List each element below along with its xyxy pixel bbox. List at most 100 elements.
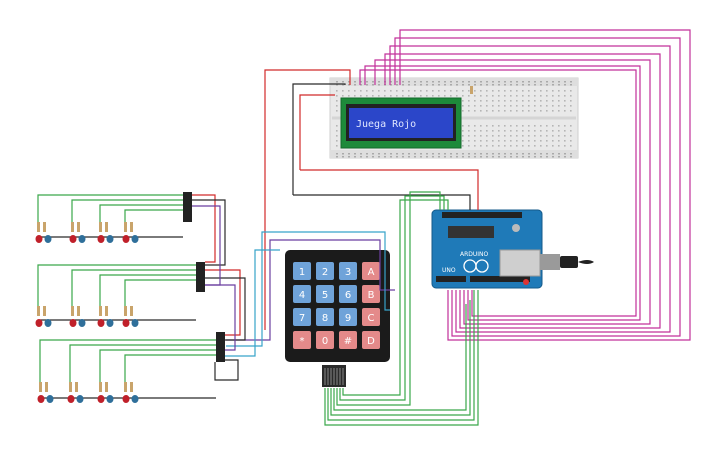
blue-led — [106, 319, 114, 327]
resistor — [124, 222, 127, 232]
resistor — [77, 222, 80, 232]
blue-led — [44, 319, 52, 327]
key-*[interactable]: * — [293, 331, 311, 349]
key-7[interactable]: 7 — [293, 308, 311, 326]
resistor — [71, 222, 74, 232]
resistor — [105, 382, 108, 392]
led-pair — [122, 382, 139, 403]
red-led — [97, 395, 105, 403]
blue-led — [131, 319, 139, 327]
key-label: 2 — [322, 267, 328, 278]
blue-led — [44, 235, 52, 243]
wires — [37, 29, 691, 426]
key-3[interactable]: 3 — [339, 262, 357, 280]
resistor — [130, 222, 133, 232]
key-label: C — [368, 313, 375, 324]
blue-led — [131, 395, 139, 403]
red-led — [122, 319, 130, 327]
usb-cable — [560, 256, 578, 268]
breadboard-resistor — [470, 86, 473, 94]
red-led — [69, 235, 77, 243]
reset-button[interactable] — [523, 279, 529, 285]
key-2[interactable]: 2 — [316, 262, 334, 280]
blue-led — [106, 395, 114, 403]
key-9[interactable]: 9 — [339, 308, 357, 326]
key-#[interactable]: # — [339, 331, 357, 349]
lcd-module: Juega Rojo — [340, 97, 462, 149]
key-label: 1 — [299, 267, 305, 278]
led-pair — [67, 382, 84, 403]
shift-register-3 — [216, 332, 225, 362]
key-1[interactable]: 1 — [293, 262, 311, 280]
red-led — [67, 395, 75, 403]
lcd-text: Juega Rojo — [356, 119, 416, 130]
key-4[interactable]: 4 — [293, 285, 311, 303]
key-label: B — [368, 290, 375, 301]
key-D[interactable]: D — [362, 331, 380, 349]
key-0[interactable]: 0 — [316, 331, 334, 349]
resistor — [75, 382, 78, 392]
resistor — [37, 306, 40, 316]
key-label: 7 — [299, 313, 305, 324]
resistor — [130, 306, 133, 316]
blue-led — [46, 395, 54, 403]
chip — [448, 226, 494, 238]
key-label: 5 — [322, 290, 328, 301]
resistor — [69, 382, 72, 392]
resistor — [45, 382, 48, 392]
led-pair — [97, 382, 114, 403]
key-label: 3 — [345, 267, 351, 278]
key-label: 4 — [299, 290, 305, 301]
red-led — [97, 235, 105, 243]
red-led — [122, 235, 130, 243]
resistor — [99, 222, 102, 232]
led-pair — [122, 222, 139, 243]
arduino-uno[interactable]: UNO ARDUINO — [431, 209, 594, 289]
key-B[interactable]: B — [362, 285, 380, 303]
key-label: 0 — [322, 336, 328, 347]
resistor — [130, 382, 133, 392]
arduino-brand: UNO — [442, 267, 456, 274]
resistor — [105, 306, 108, 316]
resistor — [43, 222, 46, 232]
key-A[interactable]: A — [362, 262, 380, 280]
led-pair — [35, 306, 52, 327]
red-led — [35, 319, 43, 327]
red-led — [122, 395, 130, 403]
key-6[interactable]: 6 — [339, 285, 357, 303]
resistor — [43, 306, 46, 316]
key-label: * — [300, 336, 305, 347]
shift-register-2 — [196, 262, 205, 292]
blue-led — [78, 319, 86, 327]
red-led — [35, 235, 43, 243]
resistor — [37, 222, 40, 232]
blue-led — [131, 235, 139, 243]
resistor — [77, 306, 80, 316]
resistor — [71, 306, 74, 316]
blue-led — [78, 235, 86, 243]
usb-port — [499, 249, 541, 277]
led-pair — [37, 382, 54, 403]
led-pair — [69, 306, 86, 327]
resistor — [105, 222, 108, 232]
key-label: # — [344, 336, 352, 347]
key-8[interactable]: 8 — [316, 308, 334, 326]
key-5[interactable]: 5 — [316, 285, 334, 303]
key-label: D — [367, 336, 375, 347]
resistor — [99, 382, 102, 392]
red-led — [37, 395, 45, 403]
resistor — [99, 306, 102, 316]
key-C[interactable]: C — [362, 308, 380, 326]
red-led — [97, 319, 105, 327]
led-groups — [35, 222, 139, 403]
led-pair — [69, 222, 86, 243]
resistor — [39, 382, 42, 392]
blue-led — [106, 235, 114, 243]
led-pair — [35, 222, 52, 243]
lcd-screen — [349, 108, 453, 138]
red-led — [69, 319, 77, 327]
led-pair — [97, 222, 114, 243]
